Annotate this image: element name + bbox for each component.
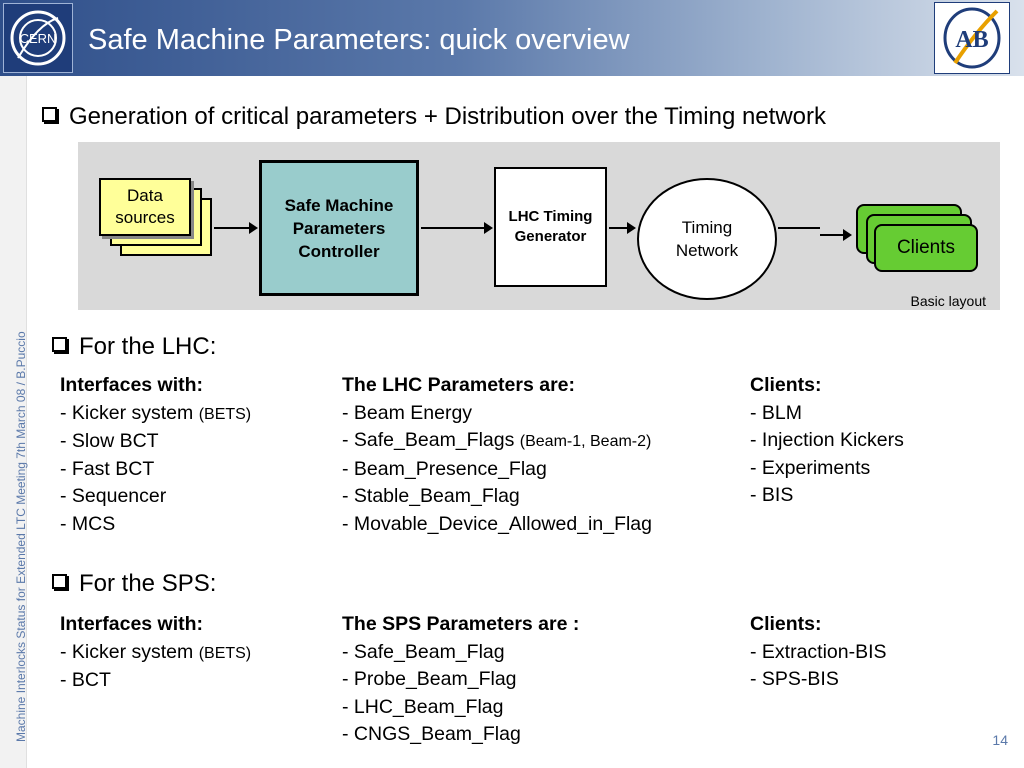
timing-network-label: Timing Network bbox=[675, 218, 739, 260]
bullet-checkbox-icon bbox=[52, 574, 67, 590]
lhc-interfaces-column: Interfaces with: - Kicker system (BETS) … bbox=[60, 372, 251, 538]
page-number: 14 bbox=[992, 732, 1008, 748]
sps-parameter-item: - LHC_Beam_Flag bbox=[342, 695, 504, 718]
sps-parameters-column: The SPS Parameters are : - Safe_Beam_Fla… bbox=[342, 611, 579, 749]
lhc-timing-generator-label: LHC Timing Generator bbox=[508, 208, 593, 245]
arrow-generator-to-network bbox=[609, 222, 636, 234]
lhc-client-item: - BIS bbox=[750, 484, 794, 506]
sps-interface-item: - Kicker system (BETS) bbox=[60, 639, 251, 668]
bullet-checkbox-icon bbox=[42, 107, 57, 123]
lhc-client-item: - Injection Kickers bbox=[750, 429, 904, 451]
intro-bullet-text: Generation of critical parameters + Dist… bbox=[69, 103, 826, 130]
sps-parameter-item: - Probe_Beam_Flag bbox=[342, 668, 517, 690]
lhc-parameters-header: The LHC Parameters are: bbox=[342, 374, 576, 396]
sps-interface-note: (BETS) bbox=[198, 644, 252, 662]
sps-client-item: - SPS-BIS bbox=[750, 668, 839, 690]
lhc-parameter-item: - Beam Energy bbox=[342, 401, 473, 424]
lhc-parameter-item: - Safe_Beam_Flags (Beam-1, Beam-2) bbox=[342, 427, 652, 456]
sps-client-item: - Extraction-BIS bbox=[750, 640, 887, 663]
lhc-interface-item: - Sequencer bbox=[60, 485, 167, 507]
side-strip bbox=[0, 76, 27, 768]
lhc-parameters-column: The LHC Parameters are: - Beam Energy - … bbox=[342, 372, 652, 538]
sps-section-heading: For the SPS: bbox=[52, 570, 216, 598]
clients-label: Clients bbox=[896, 237, 956, 258]
lhc-client-item: - Experiments bbox=[750, 456, 871, 479]
slide-header: CERN Safe Machine Parameters: quick over… bbox=[0, 0, 1024, 76]
lhc-parameter-item: - Stable_Beam_Flag bbox=[342, 485, 520, 507]
smp-controller-label: Safe Machine Parameters Controller bbox=[284, 195, 394, 261]
sps-clients-column: Clients: - Extraction-BIS - SPS-BIS bbox=[750, 611, 887, 694]
lhc-interface-item: - Kicker system (BETS) bbox=[60, 400, 251, 429]
sps-interface-text: - Kicker system bbox=[60, 640, 199, 663]
lhc-heading-text: For the LHC: bbox=[79, 333, 217, 360]
slide-title: Safe Machine Parameters: quick overview bbox=[88, 24, 630, 56]
lhc-parameter-item: - Movable_Device_Allowed_in_Flag bbox=[342, 512, 653, 535]
lhc-section-heading: For the LHC: bbox=[52, 333, 216, 361]
lhc-parameter-text: - Safe_Beam_Flags bbox=[342, 429, 520, 451]
lhc-parameter-item: - Beam_Presence_Flag bbox=[342, 457, 547, 480]
line-network-to-clients bbox=[778, 227, 820, 229]
ab-department-logo: AB bbox=[934, 2, 1010, 74]
lhc-interface-item: - Slow BCT bbox=[60, 430, 159, 452]
svg-text:CERN: CERN bbox=[20, 31, 57, 46]
bullet-checkbox-icon bbox=[52, 337, 67, 353]
lhc-interfaces-header: Interfaces with: bbox=[60, 374, 204, 396]
sps-heading-text: For the SPS: bbox=[79, 570, 217, 597]
data-sources-label: Data sources bbox=[115, 186, 175, 227]
sps-parameter-item: - Safe_Beam_Flag bbox=[342, 640, 505, 663]
sps-interfaces-column: Interfaces with: - Kicker system (BETS) … bbox=[60, 611, 251, 695]
arrow-to-clients bbox=[820, 229, 852, 241]
basic-layout-diagram: Data sources Safe Machine Parameters Con… bbox=[78, 142, 1000, 310]
lhc-timing-generator-box: LHC Timing Generator bbox=[494, 167, 607, 287]
diagram-caption: Basic layout bbox=[910, 293, 986, 309]
sps-interfaces-header: Interfaces with: bbox=[60, 613, 204, 635]
sps-clients-header: Clients: bbox=[750, 613, 822, 635]
lhc-parameter-note: (Beam-1, Beam-2) bbox=[519, 433, 652, 450]
svg-text:AB: AB bbox=[955, 27, 988, 53]
lhc-client-item: - BLM bbox=[750, 401, 803, 424]
data-sources-box: Data sources bbox=[99, 178, 191, 236]
clients-box: Clients bbox=[874, 224, 978, 272]
lhc-interface-item: - MCS bbox=[60, 512, 116, 535]
lhc-clients-column: Clients: - BLM - Injection Kickers - Exp… bbox=[750, 372, 904, 510]
intro-bullet: Generation of critical parameters + Dist… bbox=[42, 103, 826, 131]
sps-parameter-item: - CNGS_Beam_Flag bbox=[342, 723, 521, 745]
arrow-sources-to-controller bbox=[214, 222, 258, 234]
sps-interface-item: - BCT bbox=[60, 669, 111, 691]
timing-network-node: Timing Network bbox=[637, 178, 777, 300]
lhc-interface-text: - Kicker system bbox=[60, 401, 199, 424]
arrow-controller-to-generator bbox=[421, 222, 493, 234]
lhc-clients-header: Clients: bbox=[750, 374, 822, 396]
side-footer-note: Machine Interlocks Status for Extended L… bbox=[14, 331, 28, 742]
smp-controller-box: Safe Machine Parameters Controller bbox=[259, 160, 419, 296]
sps-parameters-header: The SPS Parameters are : bbox=[342, 613, 580, 635]
lhc-interface-note: (BETS) bbox=[198, 405, 252, 423]
cern-logo: CERN bbox=[3, 3, 73, 73]
lhc-interface-item: - Fast BCT bbox=[60, 457, 155, 480]
